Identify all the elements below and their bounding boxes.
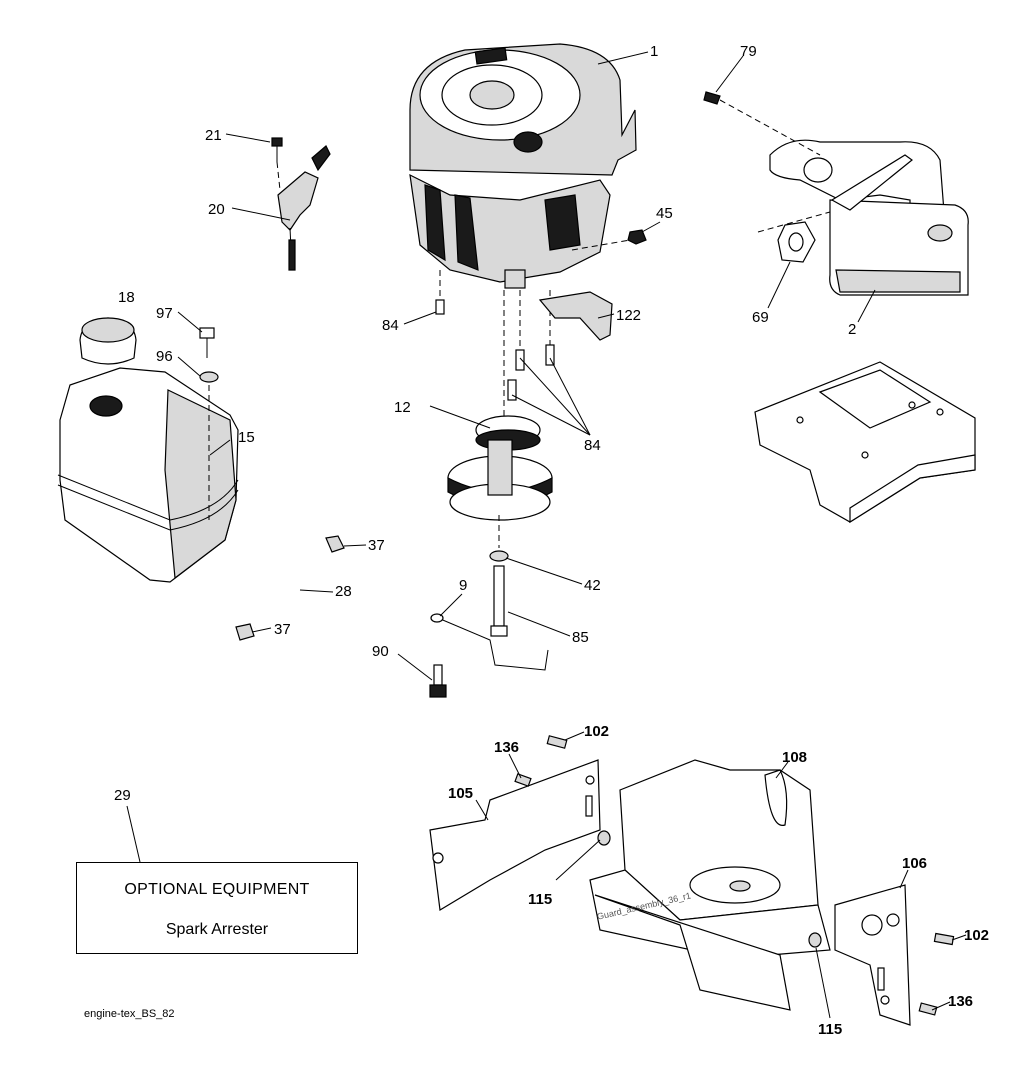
muffler-part <box>769 139 969 296</box>
callout-15: 15 <box>238 429 255 446</box>
fuel-line-part <box>235 535 345 641</box>
guard-panel-105-part <box>429 759 601 911</box>
bolt-90-part <box>429 664 447 698</box>
callout-37-bottom: 37 <box>274 621 291 638</box>
callout-79: 79 <box>740 43 757 60</box>
diagram-file-id: engine-tex_BS_82 <box>84 1008 175 1020</box>
callout-1: 1 <box>650 43 658 60</box>
callout-102-top: 102 <box>584 723 609 740</box>
bolt-79-part <box>703 91 831 233</box>
screw-136-upper-part <box>514 773 532 787</box>
flat-washer-42-part <box>489 550 509 562</box>
callout-96: 96 <box>156 348 173 365</box>
callout-85: 85 <box>572 629 589 646</box>
callout-84-top: 84 <box>382 317 399 334</box>
callout-37-top: 37 <box>368 537 385 554</box>
washer-115-lower-part <box>808 932 822 948</box>
callout-21: 21 <box>205 127 222 144</box>
engine-pulley-part <box>447 415 553 521</box>
callout-45: 45 <box>656 205 673 222</box>
callout-42: 42 <box>584 577 601 594</box>
brake-rod-part <box>430 613 549 671</box>
fuel-cap-part <box>79 317 137 365</box>
callout-115-upper: 115 <box>528 891 552 908</box>
callout-18: 18 <box>118 289 135 306</box>
bolt-97-part <box>199 327 219 520</box>
optional-equipment-box: OPTIONAL EQUIPMENT Spark Arrester <box>76 862 358 954</box>
callout-2: 2 <box>848 321 856 338</box>
callout-136-top: 136 <box>494 739 519 756</box>
nut-45-part <box>627 229 647 245</box>
engine-mounting-plate-part <box>754 361 976 524</box>
muffler-gasket-part <box>777 221 816 263</box>
callout-28: 28 <box>335 583 352 600</box>
callout-108: 108 <box>782 749 807 766</box>
optional-equipment-title: OPTIONAL EQUIPMENT <box>124 881 310 898</box>
leader-lines <box>126 51 967 1019</box>
throttle-bracket-part <box>271 137 331 271</box>
callout-136-bottom: 136 <box>948 993 973 1010</box>
callout-29: 29 <box>114 787 131 804</box>
callout-97: 97 <box>156 305 173 322</box>
callout-122: 122 <box>616 307 641 324</box>
callout-90: 90 <box>372 643 389 660</box>
screw-102-lower-part <box>933 932 955 946</box>
callout-84-group: 84 <box>584 437 601 454</box>
callout-69: 69 <box>752 309 769 326</box>
washer-115-upper-part <box>597 830 611 846</box>
callout-9: 9 <box>459 577 467 594</box>
engine-part <box>409 43 637 289</box>
screw-102-upper-part <box>546 735 568 749</box>
shield-122-part <box>538 291 613 341</box>
spark-arrester-label: Spark Arrester <box>165 921 269 938</box>
callout-105: 105 <box>448 785 473 802</box>
guard-assembly-108-part <box>589 759 831 1011</box>
callout-12: 12 <box>394 399 411 416</box>
guard-panel-106-part <box>834 884 911 1026</box>
callout-106: 106 <box>902 855 927 872</box>
callout-102-bottom: 102 <box>964 927 989 944</box>
screw-136-lower-part <box>918 1002 938 1016</box>
callout-115-lower: 115 <box>818 1021 842 1038</box>
fuel-tank-part <box>57 367 239 583</box>
callout-20: 20 <box>208 201 225 218</box>
bolt-84-group-part <box>435 299 555 401</box>
bolt-85-part <box>490 565 508 637</box>
